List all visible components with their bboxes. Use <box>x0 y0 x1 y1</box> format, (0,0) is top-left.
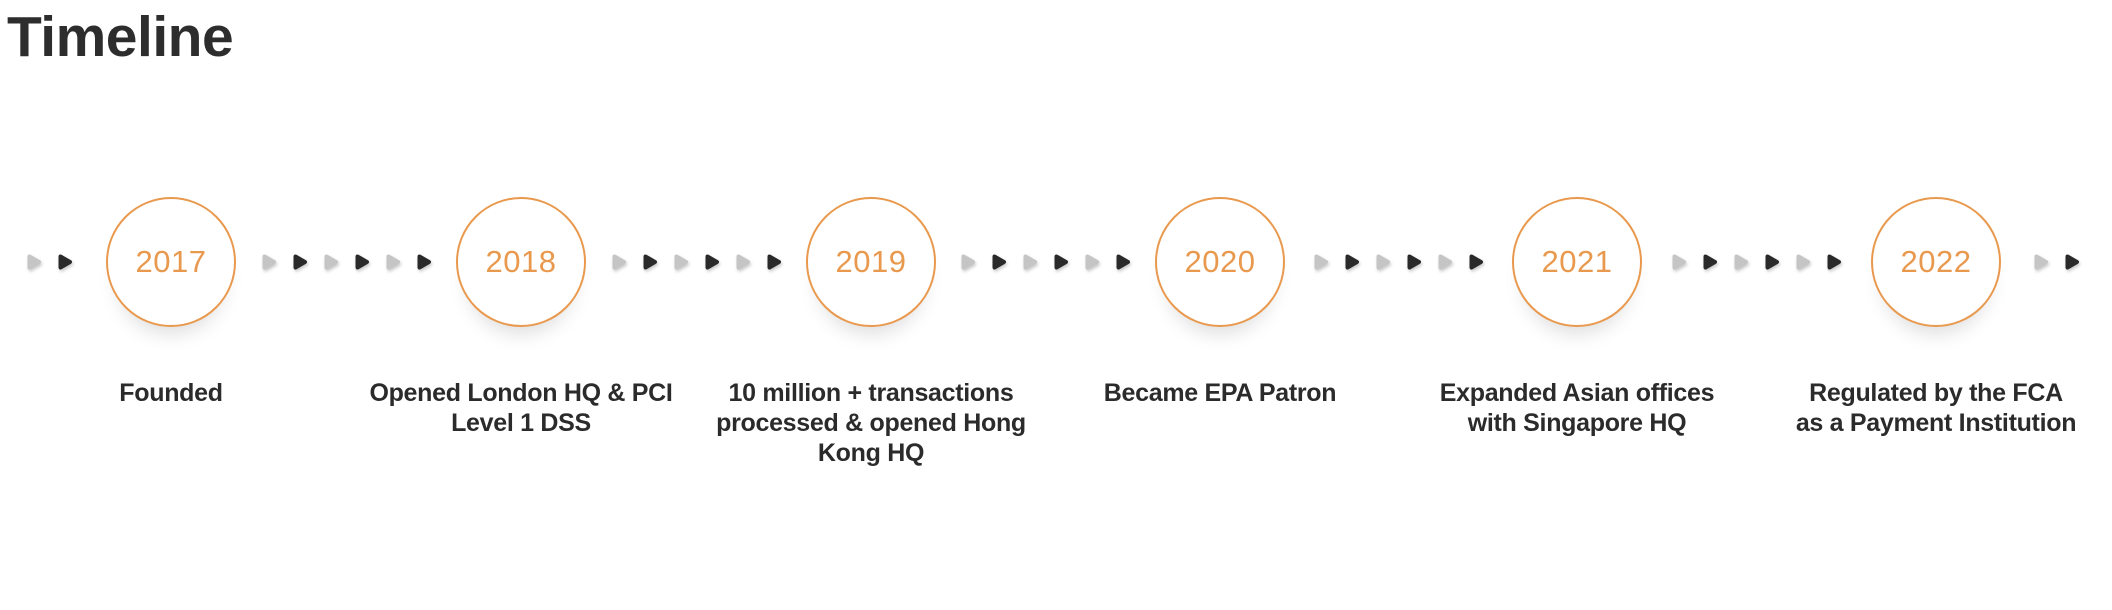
arrow-right-icon <box>1733 253 1749 271</box>
arrow-right-icon <box>1053 253 1069 271</box>
arrow-right-icon <box>1437 253 1453 271</box>
year-label: 2018 <box>485 244 557 279</box>
event-description: 10 million + transactions processed & op… <box>716 379 1026 467</box>
year-circle: 2020 <box>1155 197 1285 327</box>
year-circle: 2017 <box>106 197 236 327</box>
arrow-right-icon <box>292 253 308 271</box>
year-label: 2017 <box>135 244 207 279</box>
arrow-right-icon <box>1826 253 1842 271</box>
arrow-right-icon <box>735 253 751 271</box>
arrow-right-icon <box>1084 253 1100 271</box>
arrow-right-icon <box>57 253 73 271</box>
arrow-right-icon <box>673 253 689 271</box>
arrow-right-icon <box>766 253 782 271</box>
arrow-right-icon <box>1115 253 1131 271</box>
year-circle: 2022 <box>1871 197 2001 327</box>
arrow-right-icon <box>1406 253 1422 271</box>
arrow-right-icon <box>704 253 720 271</box>
arrow-right-icon <box>2033 253 2049 271</box>
arrow-right-icon <box>323 253 339 271</box>
year-label: 2020 <box>1184 244 1256 279</box>
arrow-right-icon <box>1702 253 1718 271</box>
event-description: Expanded Asian offices with Singapore HQ <box>1439 379 1715 437</box>
year-label: 2022 <box>1900 244 1972 279</box>
event-description: Founded <box>119 379 223 407</box>
arrow-right-icon <box>1313 253 1329 271</box>
year-circle: 2021 <box>1512 197 1642 327</box>
event-description: Became EPA Patron <box>1103 379 1337 407</box>
arrow-right-icon <box>385 253 401 271</box>
arrow-right-icon <box>416 253 432 271</box>
arrow-right-icon <box>354 253 370 271</box>
arrow-right-icon <box>26 253 42 271</box>
arrow-right-icon <box>1022 253 1038 271</box>
year-label: 2021 <box>1541 244 1613 279</box>
arrow-right-icon <box>2064 253 2080 271</box>
page-title: Timeline <box>7 5 234 69</box>
arrow-right-icon <box>1671 253 1687 271</box>
arrow-right-icon <box>991 253 1007 271</box>
arrow-right-icon <box>261 253 277 271</box>
year-label: 2019 <box>835 244 907 279</box>
year-circle: 2019 <box>806 197 936 327</box>
arrow-right-icon <box>1344 253 1360 271</box>
arrow-right-icon <box>1468 253 1484 271</box>
arrow-right-icon <box>1795 253 1811 271</box>
year-circle: 2018 <box>456 197 586 327</box>
arrow-right-icon <box>1375 253 1391 271</box>
arrow-right-icon <box>611 253 627 271</box>
event-description: Regulated by the FCA as a Payment Instit… <box>1795 379 2077 437</box>
arrow-right-icon <box>960 253 976 271</box>
arrow-right-icon <box>1764 253 1780 271</box>
arrow-right-icon <box>642 253 658 271</box>
event-description: Opened London HQ & PCI Level 1 DSS <box>369 379 673 437</box>
